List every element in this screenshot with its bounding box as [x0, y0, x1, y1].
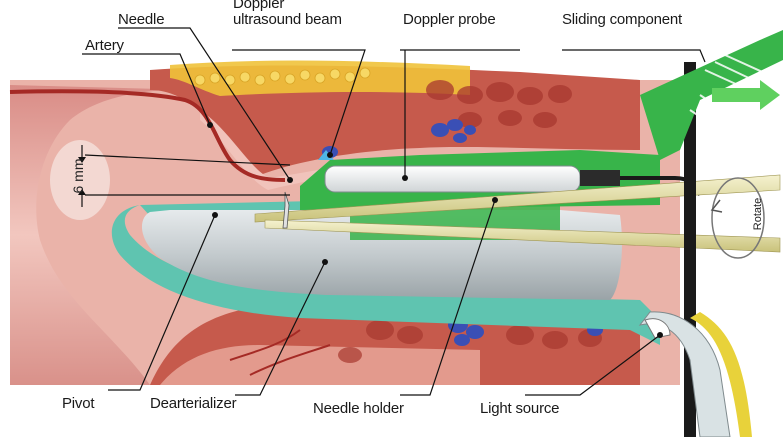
doppler-probe-body — [325, 166, 580, 192]
dearterializer-label: Dearterializer — [150, 396, 236, 412]
sliding-component-leader — [562, 50, 705, 62]
needle-label: Needle — [118, 12, 164, 28]
doppler-beam-label-line2: ultrasound beam — [233, 12, 342, 28]
light-source-label: Light source — [480, 401, 559, 417]
doppler-probe-label: Doppler probe — [403, 12, 495, 28]
scale-label: 6 mm — [70, 146, 86, 206]
probe-cable-connector — [580, 170, 620, 186]
artery-label: Artery — [85, 38, 124, 54]
rotate-label: Rotate — [752, 192, 764, 236]
pivot-label: Pivot — [62, 396, 94, 412]
sliding-component-label: Sliding component — [562, 12, 682, 28]
needle-holder-label: Needle holder — [313, 401, 404, 417]
